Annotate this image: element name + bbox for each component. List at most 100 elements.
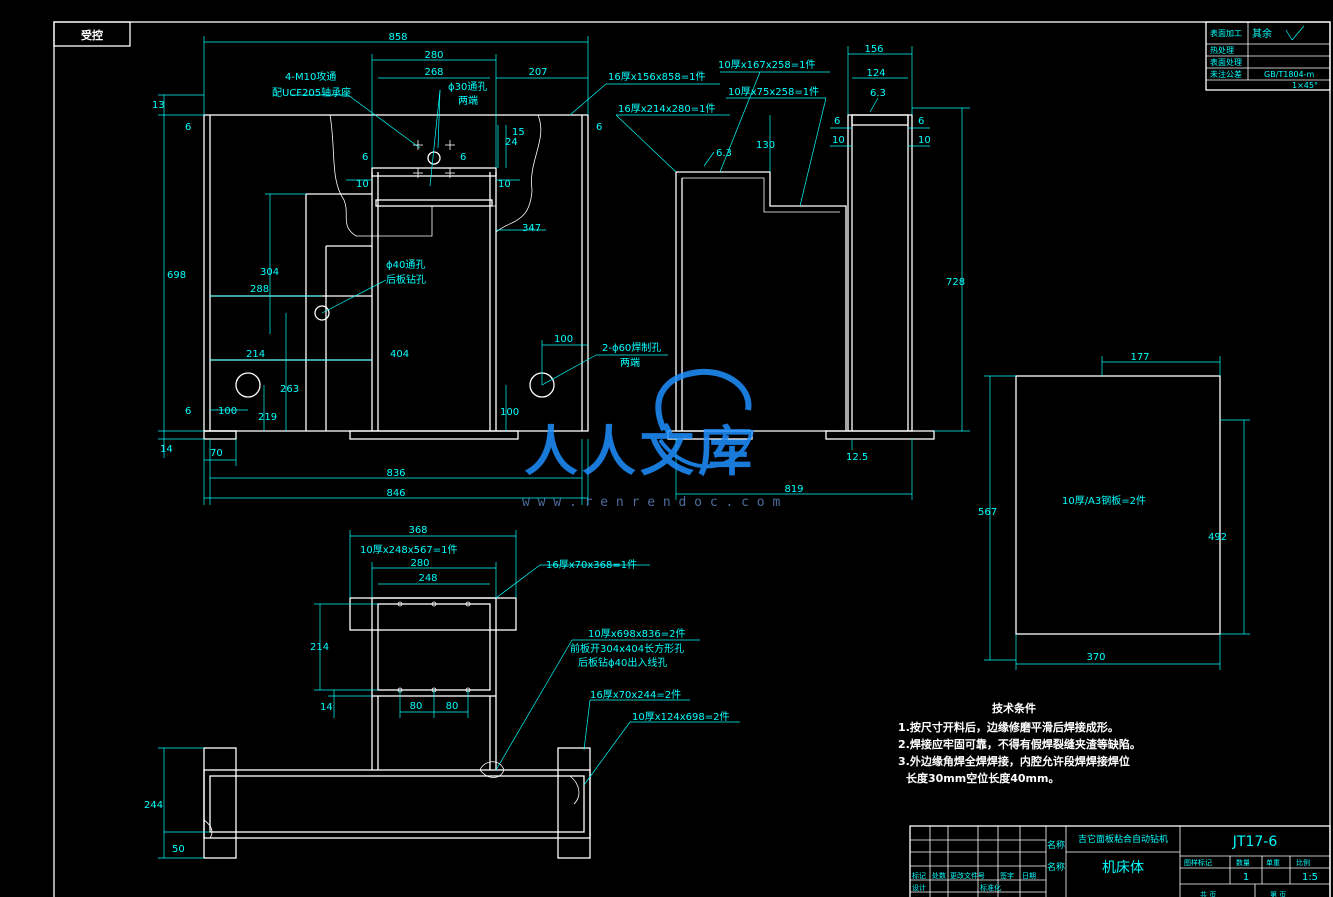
dim-15: 15: [512, 127, 525, 138]
dim-13: 13: [152, 100, 165, 111]
dim-100-a: 100: [218, 406, 237, 417]
corner-tol-value: GB/T1804-m: [1264, 70, 1315, 79]
dim-6-e: 6: [185, 406, 191, 417]
note-part-7-front: 前板开304x404长方形孔: [570, 642, 684, 655]
dim-280: 280: [424, 50, 443, 61]
tb-name-label: 名称: [1047, 839, 1065, 851]
drawing-frame: 受控: [53, 21, 1331, 897]
note-part-4: 16厚x214x280=1件: [618, 103, 715, 115]
watermark-logo-icon: [655, 368, 752, 432]
dim-698: 698: [167, 270, 186, 281]
tb-design: 设计: [912, 883, 926, 892]
watermark-url: w w w . r e n r e n d o c . c o m: [522, 495, 780, 510]
note-m10: 4-M10攻通: [285, 70, 336, 83]
technical-requirements: 技术条件 1.按尺寸开料后，边缘修磨平滑后焊接成形。 2.焊接应牢固可靠，不得有…: [898, 701, 1141, 785]
dim-top-248: 248: [418, 573, 437, 584]
corner-surface-label: 表面加工: [1210, 28, 1242, 38]
roughness-12-5: 12.5: [846, 452, 868, 463]
note-part-3: 10厚x75x258=1件: [728, 86, 819, 98]
dim-6-a: 6: [185, 122, 191, 133]
note-part-1: 16厚x156x858=1件: [608, 71, 705, 83]
dim-347: 347: [522, 223, 541, 234]
title-block: 标记 处数 更改文件号 签字 日期 设计 标准化 图样标记 数量 单重 比例 共…: [909, 825, 1331, 897]
corner-chamfer: 1×45°: [1292, 81, 1318, 90]
dim-side-10-a: 10: [832, 135, 845, 146]
dim-top-244: 244: [144, 800, 163, 811]
note-part-5: 10厚x248x567=1件: [360, 544, 457, 556]
dim-100-b: 100: [500, 407, 519, 418]
dim-836: 836: [386, 468, 405, 479]
tb-change-col: 更改文件号: [950, 871, 985, 880]
stamp-label: 受控: [81, 28, 103, 42]
dim-plate-567: 567: [978, 507, 997, 518]
tb-mark-col: 标记: [912, 871, 926, 880]
tb-count-col: 处数: [932, 871, 946, 880]
tech-line-3: 3.外边缘角焊全焊焊接，内腔允许段焊焊接焊位: [898, 754, 1130, 768]
dim-6-d: 6: [460, 152, 466, 163]
dim-10-a: 10: [356, 179, 369, 190]
corner-heat-label: 热处理: [1210, 45, 1234, 55]
tb-h-weight: 单重: [1266, 858, 1280, 867]
roughness-6-3-b: 6.3: [870, 88, 886, 99]
dim-130: 130: [756, 140, 775, 151]
dim-24: 24: [505, 137, 518, 148]
tb-standard: 标准化: [980, 883, 1001, 892]
dim-plate-177: 177: [1130, 352, 1149, 363]
dim-70: 70: [210, 448, 223, 459]
corner-table: 表面加工 其余 热处理 表面处理 未注公差 GB/T1804-m 1×45°: [1205, 21, 1331, 91]
tb-sheet: 共 页: [1200, 890, 1216, 897]
dim-156: 156: [864, 44, 883, 55]
tech-line-2: 2.焊接应牢固可靠，不得有假焊裂缝夹渣等缺陷。: [898, 737, 1141, 751]
note-rear-drill: 后板钻孔: [386, 273, 426, 286]
tb-h-qty: 数量: [1236, 858, 1250, 867]
tb-part-name: 机床体: [1102, 860, 1144, 876]
dim-top-80-a: 80: [410, 701, 423, 712]
dim-846: 846: [386, 488, 405, 499]
note-part-6: 16厚x70x368=1件: [546, 559, 637, 571]
note-part-7: 10厚x698x836=2件: [588, 628, 685, 640]
dim-side-6-a: 6: [834, 116, 840, 127]
tb-sign-col: 签字: [1000, 871, 1014, 880]
tb-name-label-2: 名称: [1047, 861, 1065, 873]
tb-h-scale: 比例: [1296, 858, 1310, 867]
watermark-text: 人人文库: [524, 420, 756, 483]
dim-top-214: 214: [310, 642, 329, 653]
dim-858: 858: [388, 32, 407, 43]
dim-top-14: 14: [320, 702, 333, 713]
dim-6-b: 6: [596, 122, 602, 133]
tb-page: 第 页: [1270, 890, 1286, 897]
dim-124: 124: [866, 68, 885, 79]
dim-268: 268: [424, 67, 443, 78]
dim-plate-370: 370: [1086, 652, 1105, 663]
tb-company: 吉它面板粘合自动钻机: [1078, 833, 1168, 845]
watermark: 人人文库 w w w . r e n r e n d o c . c o m: [522, 368, 780, 510]
note-part-7-rear: 后板钻ϕ40出入线孔: [578, 656, 667, 669]
view-side: 156 124 6 6 10 10 130 728 819 6.3 6.3 12…: [615, 44, 970, 500]
dim-top-280: 280: [410, 558, 429, 569]
roughness-6-3-a: 6.3: [716, 148, 732, 159]
view-plate: 177 567 492 370 10厚/A3钢板=2件: [978, 352, 1250, 670]
dim-728: 728: [946, 277, 965, 288]
note-hole60: 2-ϕ60焊制孔: [602, 341, 661, 354]
note-part-9: 10厚x124x698=2件: [632, 711, 729, 723]
tech-title: 技术条件: [992, 701, 1036, 715]
view-front: 858 280 268 207 13 6 6 6 6 10 10 24 15 3…: [152, 32, 720, 505]
dim-207: 207: [528, 67, 547, 78]
watermark-swoosh-icon: [658, 429, 754, 469]
tb-date-col: 日期: [1022, 872, 1036, 880]
tb-h-mark: 图样标记: [1184, 858, 1212, 867]
dim-side-6-b: 6: [918, 116, 924, 127]
dim-819: 819: [784, 484, 803, 495]
note-hole40: ϕ40通孔: [386, 259, 425, 271]
dim-top-80-b: 80: [446, 701, 459, 712]
dim-plate-492: 492: [1208, 532, 1227, 543]
tb-scale: 1:5: [1302, 872, 1318, 883]
view-top: 368 280 248 214 14 80 80 244 50 10厚x248x…: [144, 525, 740, 859]
note-hole30: ϕ30通孔: [448, 81, 487, 93]
note-part-8: 16厚x70x244=2件: [590, 689, 681, 701]
note-plate: 10厚/A3钢板=2件: [1062, 494, 1146, 507]
dim-100-c: 100: [554, 334, 573, 345]
dim-263: 263: [280, 384, 299, 395]
tb-drawing-no: JT17-6: [1232, 834, 1278, 850]
dim-top-368: 368: [408, 525, 427, 536]
